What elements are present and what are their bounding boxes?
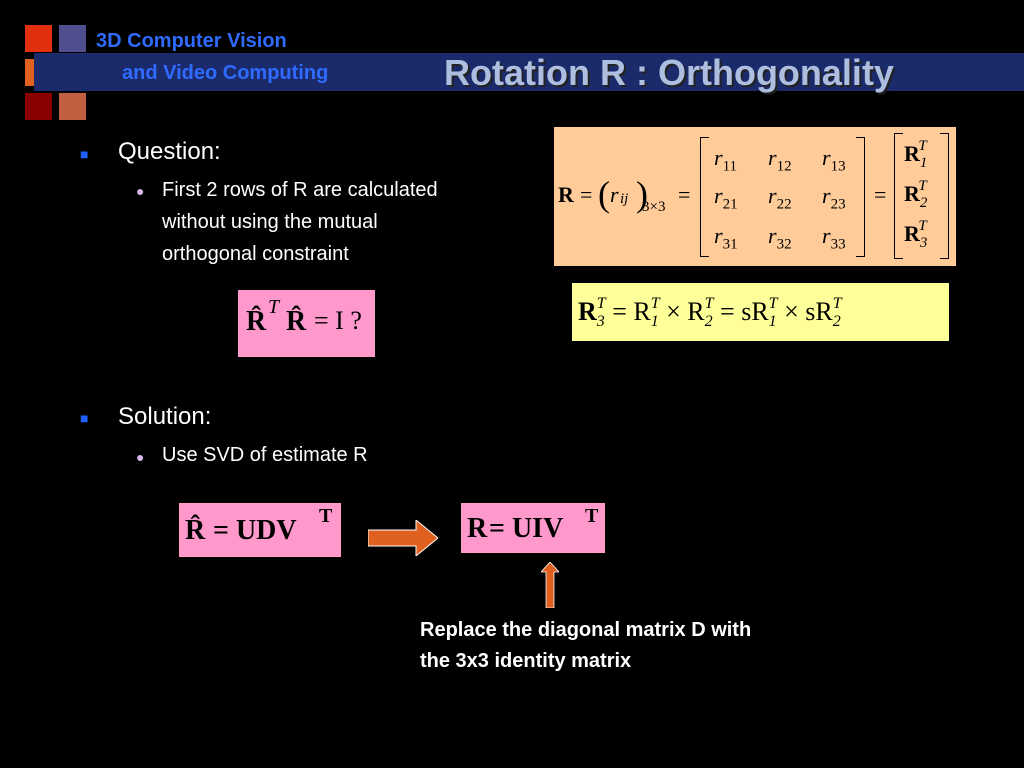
matrix-entry: r23 xyxy=(822,183,846,213)
svd-equation: R̂ = UDV T xyxy=(179,503,341,557)
matrix-entry: r31 xyxy=(714,223,738,253)
r-hat: R̂ xyxy=(246,306,267,337)
r-hat: R̂ xyxy=(185,515,206,546)
matrix-entry: r11 xyxy=(714,145,738,175)
arrow-right-icon xyxy=(368,520,438,556)
transpose-sup: T xyxy=(585,505,599,527)
matrix-r: R xyxy=(558,182,574,207)
matrix-entry: r33 xyxy=(822,223,846,253)
result-rhs: = UIV xyxy=(489,513,564,544)
matrix-entry: r13 xyxy=(822,145,846,175)
bullet-icon: ■ xyxy=(80,410,89,426)
cross-product-text: R3T = R1T × R2T = sR1T × sR2T xyxy=(578,295,842,330)
logo-square xyxy=(59,93,86,120)
paren-close: ) xyxy=(636,174,648,214)
bullet-icon: ● xyxy=(136,183,145,199)
transpose-sup: T xyxy=(319,505,333,527)
rows-bracket-left xyxy=(894,133,903,259)
bullet-icon: ● xyxy=(136,449,145,465)
question-equation: R̂ T R̂ = I ? xyxy=(238,290,375,357)
result-equation: R = UIV T xyxy=(461,503,605,553)
matrix-bracket-right xyxy=(856,137,865,257)
course-title-line2: and Video Computing xyxy=(122,62,329,84)
matrix-r: R xyxy=(467,513,488,544)
matrix-definition: R = ( r ij ) 3×3 = r11 r12 r13 r21 r22 r… xyxy=(554,127,956,266)
svd-rhs: = UDV xyxy=(213,515,297,546)
equals: = xyxy=(874,182,887,207)
dimension-sub: 3×3 xyxy=(642,199,666,215)
question-line: orthogonal constraint xyxy=(162,243,349,265)
solution-text: Use SVD of estimate R xyxy=(162,444,368,466)
question-line: First 2 rows of R are calculated xyxy=(162,179,438,201)
arrow-up-icon xyxy=(541,562,559,608)
paren-open: ( xyxy=(598,174,610,214)
header-bar xyxy=(34,53,1024,91)
r-hat: R̂ xyxy=(286,306,307,337)
note-text: Replace the diagonal matrix D with the 3… xyxy=(420,615,751,677)
row-transpose: R1T xyxy=(904,138,928,171)
logo-square xyxy=(25,93,52,120)
row-transpose: R2T xyxy=(904,178,928,211)
slide-title: Rotation R : Orthogonality xyxy=(444,52,894,93)
row-transpose: R3T xyxy=(904,218,928,251)
r-ij: r xyxy=(610,182,619,207)
ij-sub: ij xyxy=(620,191,629,207)
matrix-entry: r22 xyxy=(768,183,792,213)
equals: = xyxy=(580,182,593,207)
matrix-entry: r32 xyxy=(768,223,792,253)
identity-eq: = I ? xyxy=(314,306,362,335)
rows-bracket-right xyxy=(940,133,949,259)
cross-product-equation: R3T = R1T × R2T = sR1T × sR2T xyxy=(572,283,949,341)
logo-square xyxy=(59,25,86,52)
bullet-icon: ■ xyxy=(80,146,89,162)
equals: = xyxy=(678,182,691,207)
matrix-entry: r21 xyxy=(714,183,738,213)
course-title-line1: 3D Computer Vision xyxy=(96,30,287,52)
question-text: First 2 rows of R are calculated without… xyxy=(162,174,438,270)
note-line: the 3x3 identity matrix xyxy=(420,650,632,672)
note-line: Replace the diagonal matrix D with xyxy=(420,619,752,641)
logo-square xyxy=(25,25,52,52)
question-label: Question: xyxy=(118,138,221,165)
matrix-bracket-left xyxy=(700,137,709,257)
question-line: without using the mutual xyxy=(162,211,378,233)
matrix-entry: r12 xyxy=(768,145,792,175)
solution-label: Solution: xyxy=(118,403,212,430)
transpose-sup: T xyxy=(268,296,280,318)
